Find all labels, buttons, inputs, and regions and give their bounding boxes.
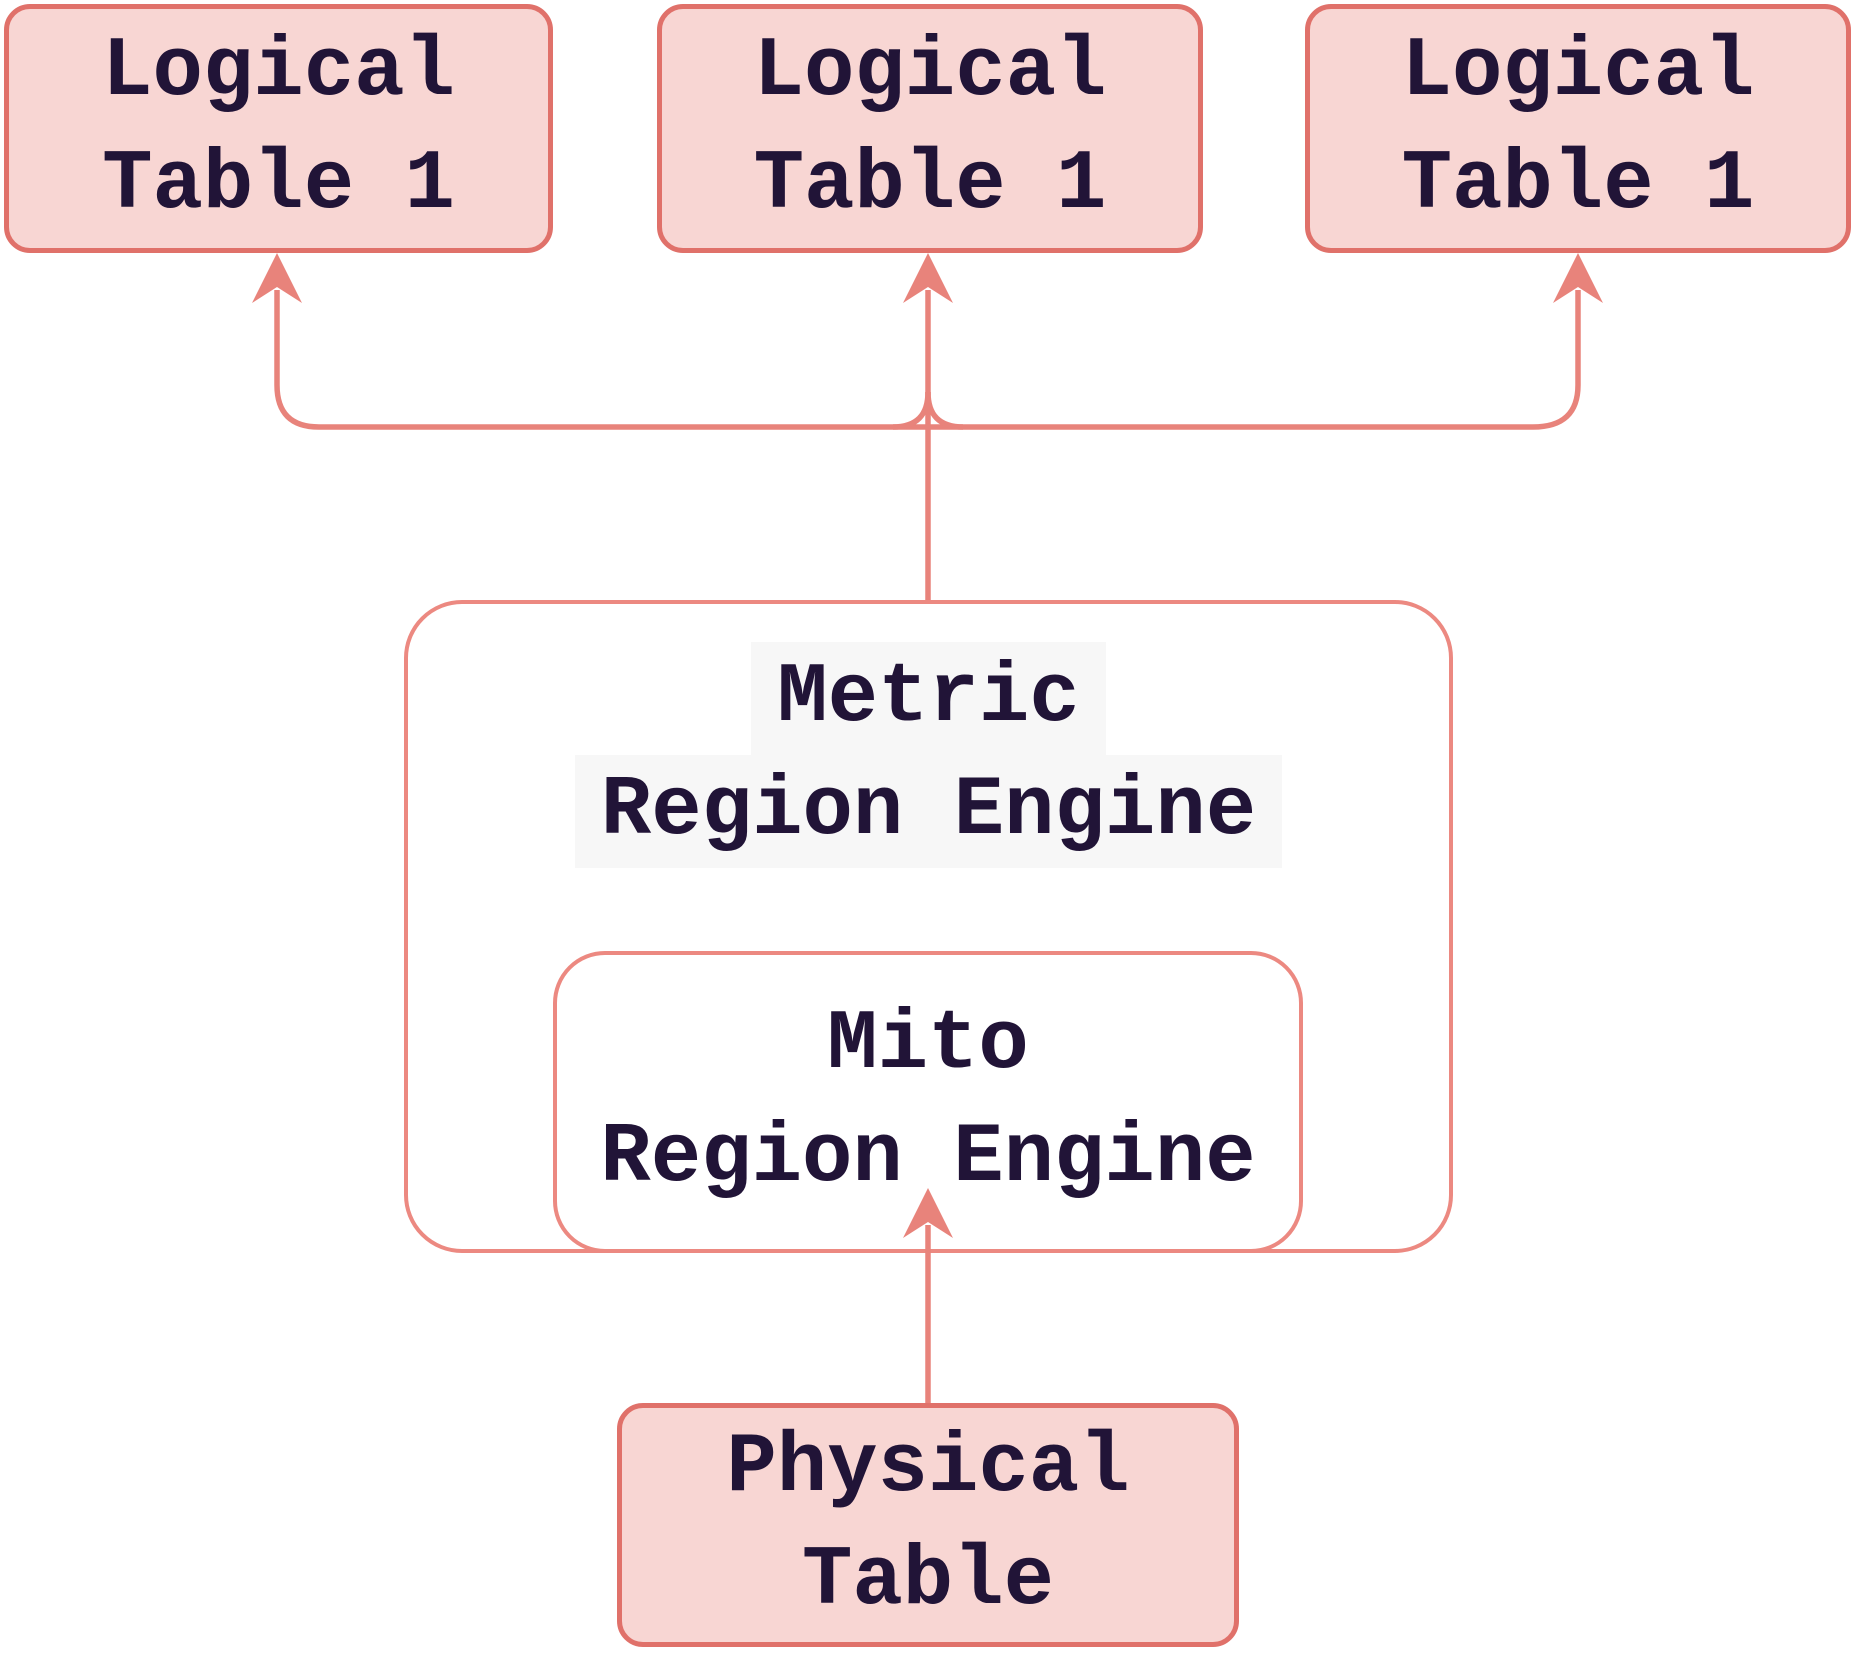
- node-label-line: Physical: [726, 1421, 1130, 1516]
- node-label-line: Mito: [827, 998, 1029, 1093]
- edge-junction-fillet-left: [892, 391, 931, 430]
- node-label-line: Table 1: [753, 137, 1107, 233]
- node-label-line: Logical: [102, 24, 455, 120]
- node-label-line: Logical: [753, 24, 1107, 120]
- node-label-line: Table: [801, 1534, 1055, 1629]
- node-label-line: Region Engine: [574, 755, 1283, 868]
- node-logical-table-1-left: Logical Table 1: [4, 4, 553, 253]
- edge-branch-right: [1532, 290, 1581, 430]
- node-label-line: Region Engine: [600, 1111, 1256, 1206]
- arrowhead-logical-right: [1553, 253, 1603, 303]
- node-label-line: Table 1: [1401, 137, 1755, 233]
- node-logical-table-1-center: Logical Table 1: [657, 4, 1203, 253]
- arrowhead-logical-center: [903, 253, 953, 303]
- node-mito-region-engine: Mito Region Engine: [553, 951, 1303, 1253]
- node-physical-table: Physical Table: [617, 1403, 1239, 1647]
- node-label-line: Logical: [1401, 24, 1755, 120]
- arrowhead-logical-left: [252, 253, 302, 303]
- node-label-line: Metric: [751, 642, 1106, 755]
- node-label-line: Table 1: [102, 137, 455, 233]
- edge-junction-fillet-right: [925, 391, 964, 430]
- edge-branch-left: [274, 290, 320, 430]
- node-logical-table-1-right: Logical Table 1: [1305, 4, 1851, 253]
